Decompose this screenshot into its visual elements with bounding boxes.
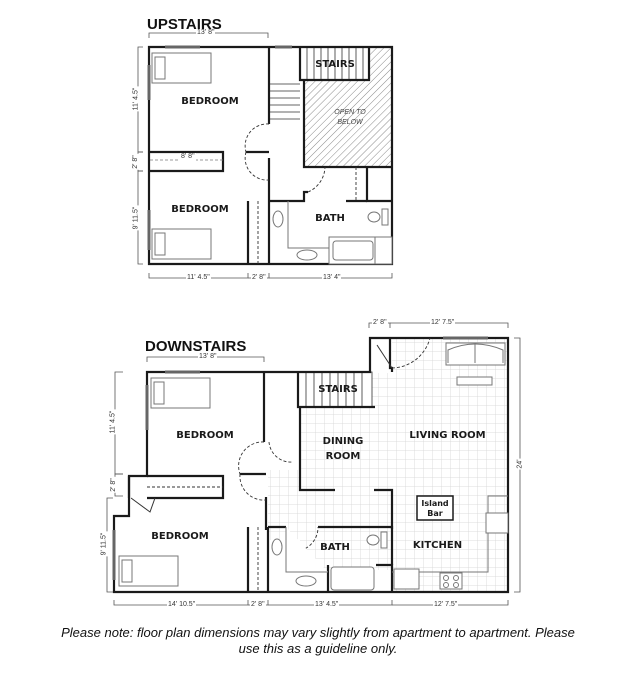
dim-upstairs-bottom-mid: 2' 8" bbox=[251, 274, 267, 282]
island-bar-label: Island Bar bbox=[421, 499, 449, 518]
living-room-label: LIVING ROOM bbox=[409, 430, 486, 441]
downstairs-bedroom-label: BEDROOM bbox=[151, 531, 209, 542]
dim-upstairs-bottom-right: 13' 4" bbox=[322, 274, 342, 282]
upstairs-plan bbox=[137, 32, 394, 279]
dim-downstairs-entry-width: 2' 8" bbox=[372, 319, 388, 327]
upstairs-fixtures bbox=[151, 52, 393, 265]
upstairs-stairs-label: STAIRS bbox=[315, 59, 355, 70]
dim-downstairs-left-bottom: 9' 11.5" bbox=[100, 531, 109, 557]
downstairs-fixtures bbox=[118, 342, 509, 591]
dim-downstairs-bottom-3: 13' 4.5" bbox=[314, 601, 340, 609]
upstairs-bath-label: BATH bbox=[315, 213, 345, 224]
dim-upstairs-bottom-left: 11' 4.5" bbox=[186, 274, 211, 282]
dim-upstairs-left-mid: 2' 8" bbox=[131, 154, 140, 170]
dim-downstairs-bottom-1: 14' 10.5" bbox=[167, 601, 197, 609]
dim-downstairs-living-width: 12' 7.5" bbox=[430, 319, 456, 327]
upstairs-title: UPSTAIRS bbox=[147, 16, 222, 33]
dining-room-label: DINING ROOM bbox=[322, 436, 364, 462]
dim-downstairs-right-height: 24' bbox=[516, 458, 525, 470]
downstairs-stairs-label: STAIRS bbox=[318, 384, 358, 395]
downstairs-plan bbox=[106, 322, 521, 606]
tile-floor bbox=[268, 338, 508, 592]
dim-downstairs-bottom-2: 2' 8" bbox=[250, 601, 266, 609]
upstairs-bedroom-label: BEDROOM bbox=[171, 204, 229, 215]
dim-downstairs-top-width: 13' 8" bbox=[198, 353, 218, 361]
dim-upstairs-left-bottom: 9' 11.5" bbox=[132, 205, 141, 231]
dim-downstairs-bottom-4: 12' 7.5" bbox=[433, 601, 459, 609]
open-to-below-area bbox=[304, 80, 392, 167]
downstairs-bedroom-label: BEDROOM bbox=[176, 430, 234, 441]
kitchen-label: KITCHEN bbox=[412, 540, 463, 551]
dim-downstairs-left-mid: 2' 8" bbox=[109, 477, 118, 493]
dim-upstairs-closet: 8' 8" bbox=[180, 153, 196, 161]
downstairs-bath-label: BATH bbox=[320, 542, 350, 553]
disclaimer-note: Please note: floor plan dimensions may v… bbox=[0, 625, 636, 657]
disclaimer-line-1: Please note: floor plan dimensions may v… bbox=[61, 625, 575, 640]
dim-upstairs-left-top: 11' 4.5" bbox=[132, 86, 141, 112]
dim-downstairs-left-top: 11' 4.5" bbox=[109, 409, 118, 435]
downstairs-title: DOWNSTAIRS bbox=[145, 338, 247, 355]
open-to-below-label: OPEN TO BELOW bbox=[334, 109, 366, 126]
upstairs-bedroom-label: BEDROOM bbox=[181, 96, 239, 107]
disclaimer-line-2: use this as a guideline only. bbox=[238, 641, 398, 656]
dim-upstairs-top-width: 13' 8" bbox=[196, 29, 216, 37]
